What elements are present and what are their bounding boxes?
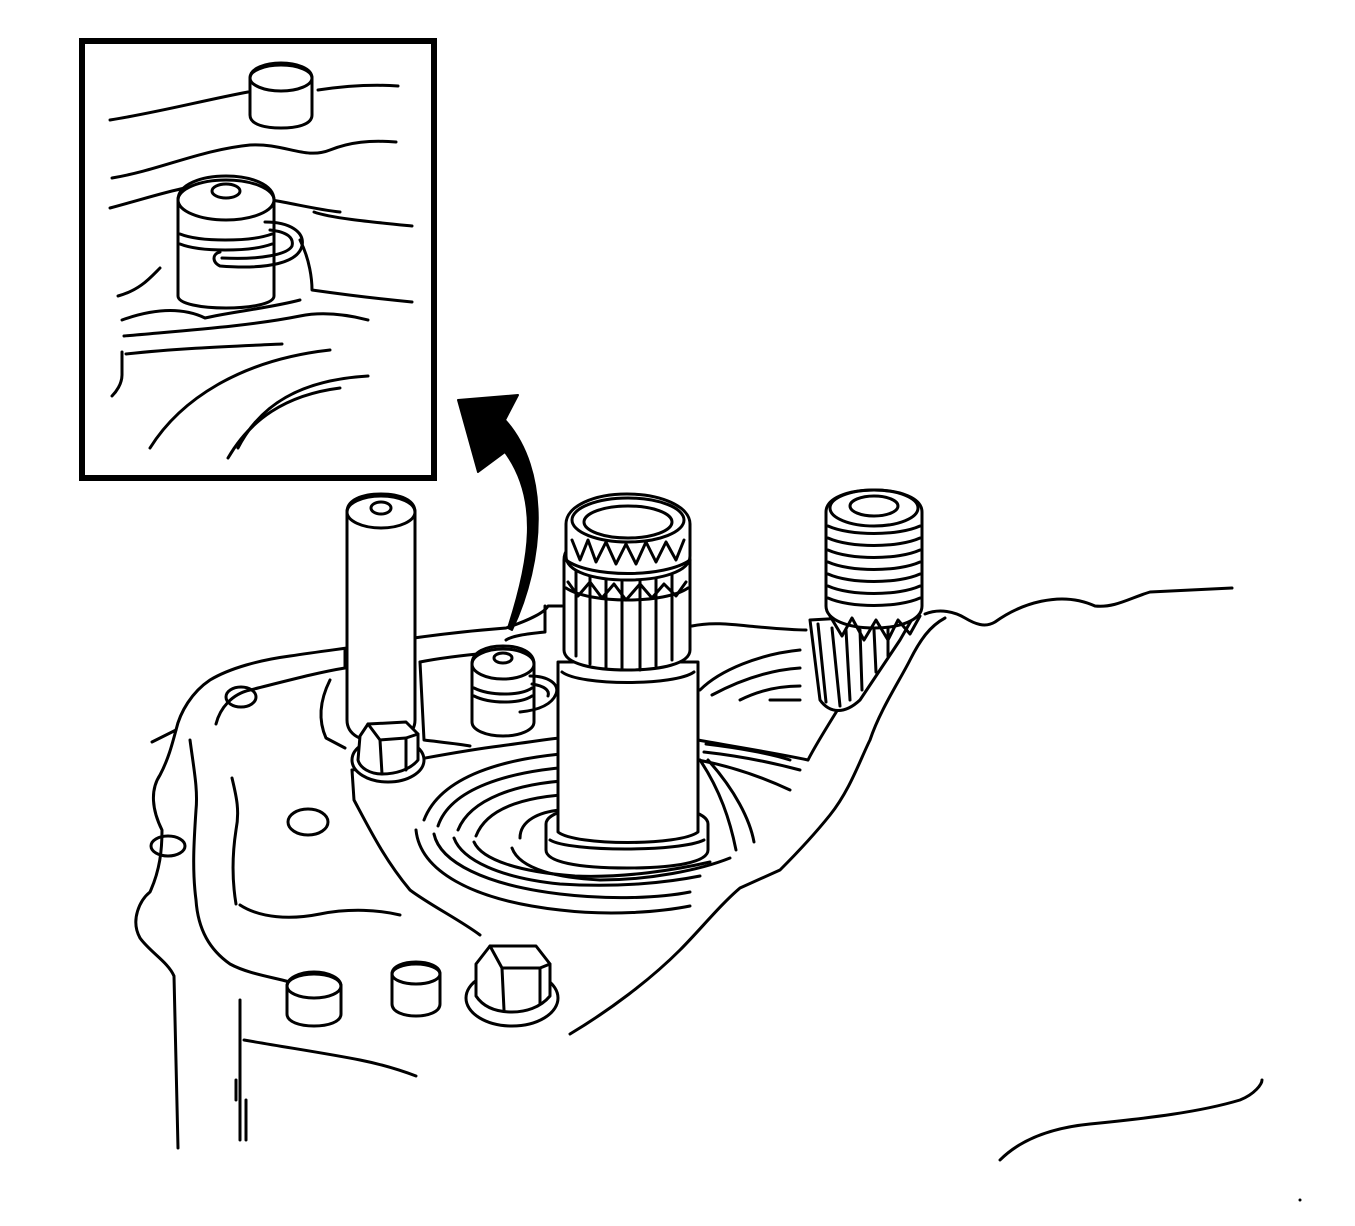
- case-bolt-lower: [464, 944, 560, 1028]
- detail-inset: [79, 38, 437, 481]
- flange-hole: [286, 807, 330, 837]
- dowel-locator-right: [390, 960, 442, 1018]
- detent-plug-with-snap-ring: [470, 644, 559, 738]
- transmission-case: [134, 586, 1302, 1202]
- inset-snap-ring: [212, 220, 304, 269]
- dowel-locator-left: [285, 970, 343, 1028]
- input-shaft-splined: [544, 492, 710, 870]
- dowel-pin-tube: [345, 492, 417, 744]
- output-shaft-threaded: [808, 488, 924, 712]
- flange-hole: [224, 685, 258, 709]
- inset-case-contours: [108, 83, 414, 460]
- inset-detent-plug: [176, 174, 276, 310]
- inset-dowel: [248, 61, 314, 130]
- flange-hole: [149, 834, 187, 858]
- case-bolt-upper: [350, 720, 426, 784]
- callout-arrow: [457, 394, 539, 631]
